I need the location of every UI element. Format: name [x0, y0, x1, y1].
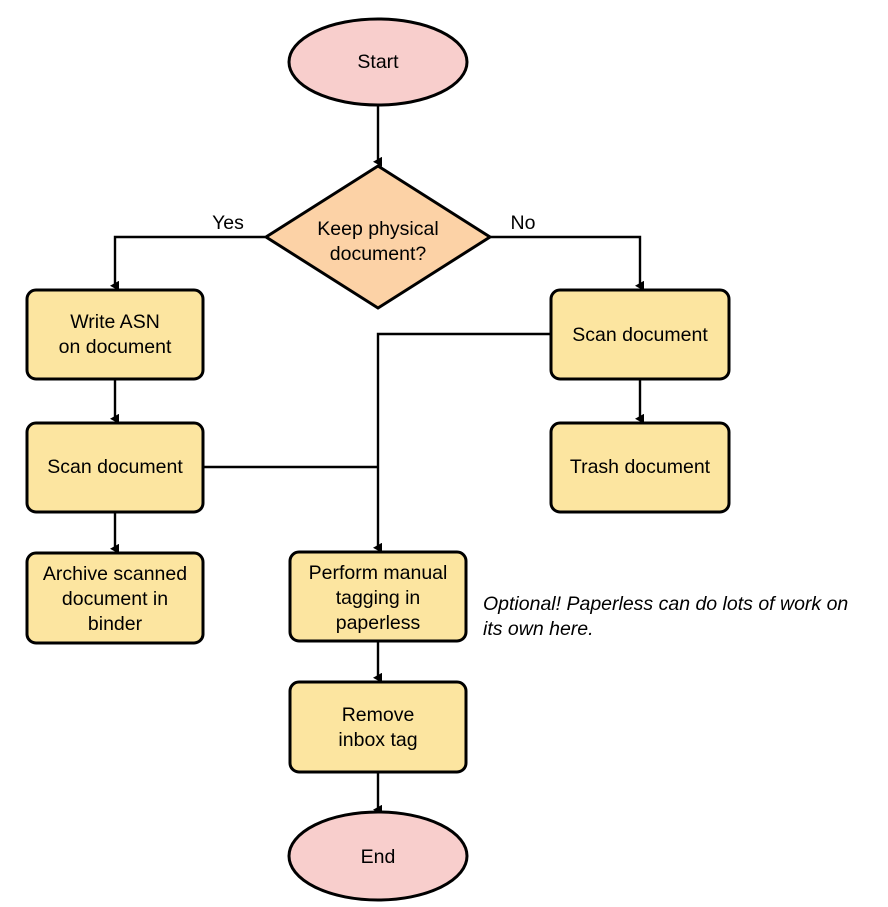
archive-label-line3: binder — [88, 613, 143, 635]
node-perform-manual-tagging[interactable]: Perform manual tagging in paperless — [288, 550, 468, 643]
node-scan-document-left[interactable]: Scan document — [25, 421, 205, 514]
remove-inbox-tag-label-line2: inbox tag — [338, 729, 417, 751]
write-asn-label-line1: Write ASN — [70, 311, 160, 333]
tagging-label-line1: Perform manual — [309, 562, 448, 584]
archive-label-line2: document in — [62, 588, 168, 610]
decision-label-line2: document? — [330, 243, 427, 265]
edge-label-yes: Yes — [212, 212, 244, 234]
edge-decision-yes-to-write-asn — [110, 235, 265, 291]
archive-box-shape — [25, 551, 205, 645]
write-asn-label-line2: on document — [59, 336, 172, 358]
tagging-label-line3: paperless — [336, 612, 421, 634]
trash-document-label: Trash document — [570, 456, 711, 478]
decision-diamond-shape — [263, 164, 493, 310]
tagging-box-shape — [288, 550, 468, 643]
decision-label-line1: Keep physical — [317, 218, 438, 240]
node-decision-keep-physical-document[interactable]: Keep physical document? — [263, 164, 493, 310]
scan-document-right-label: Scan document — [572, 324, 708, 346]
tagging-label-line2: tagging in — [336, 587, 421, 609]
trash-document-box-shape — [549, 421, 731, 514]
write-asn-box-shape — [25, 288, 205, 381]
start-ellipse-shape — [287, 17, 469, 107]
remove-inbox-tag-label-line1: Remove — [342, 704, 415, 726]
end-ellipse-shape — [287, 810, 469, 902]
archive-label-line1: Archive scanned — [43, 563, 187, 585]
start-label: Start — [357, 51, 399, 73]
end-label: End — [361, 846, 396, 868]
node-trash-document[interactable]: Trash document — [549, 421, 731, 514]
scan-document-left-box-shape — [25, 421, 205, 514]
edge-decision-no-to-scan-right — [490, 235, 644, 291]
node-start[interactable]: Start — [287, 17, 469, 107]
node-archive-scanned-document-in-binder[interactable]: Archive scanned document in binder — [25, 551, 205, 645]
node-end[interactable]: End — [287, 810, 469, 902]
annotation-line1: Optional! Paperless can do lots of work … — [483, 593, 848, 615]
scan-document-right-box-shape — [549, 288, 731, 381]
node-remove-inbox-tag[interactable]: Remove inbox tag — [288, 680, 468, 774]
scan-document-left-label: Scan document — [47, 456, 183, 478]
remove-inbox-tag-box-shape — [288, 680, 468, 774]
edge-label-no: No — [511, 212, 536, 234]
node-scan-document-right[interactable]: Scan document — [549, 288, 731, 381]
edge-scan-right-to-tagging — [373, 332, 551, 553]
node-write-asn-on-document[interactable]: Write ASN on document — [25, 288, 205, 381]
annotation-optional-note: Optional! Paperless can do lots of work … — [483, 593, 848, 640]
annotation-line2: its own here. — [483, 618, 594, 640]
